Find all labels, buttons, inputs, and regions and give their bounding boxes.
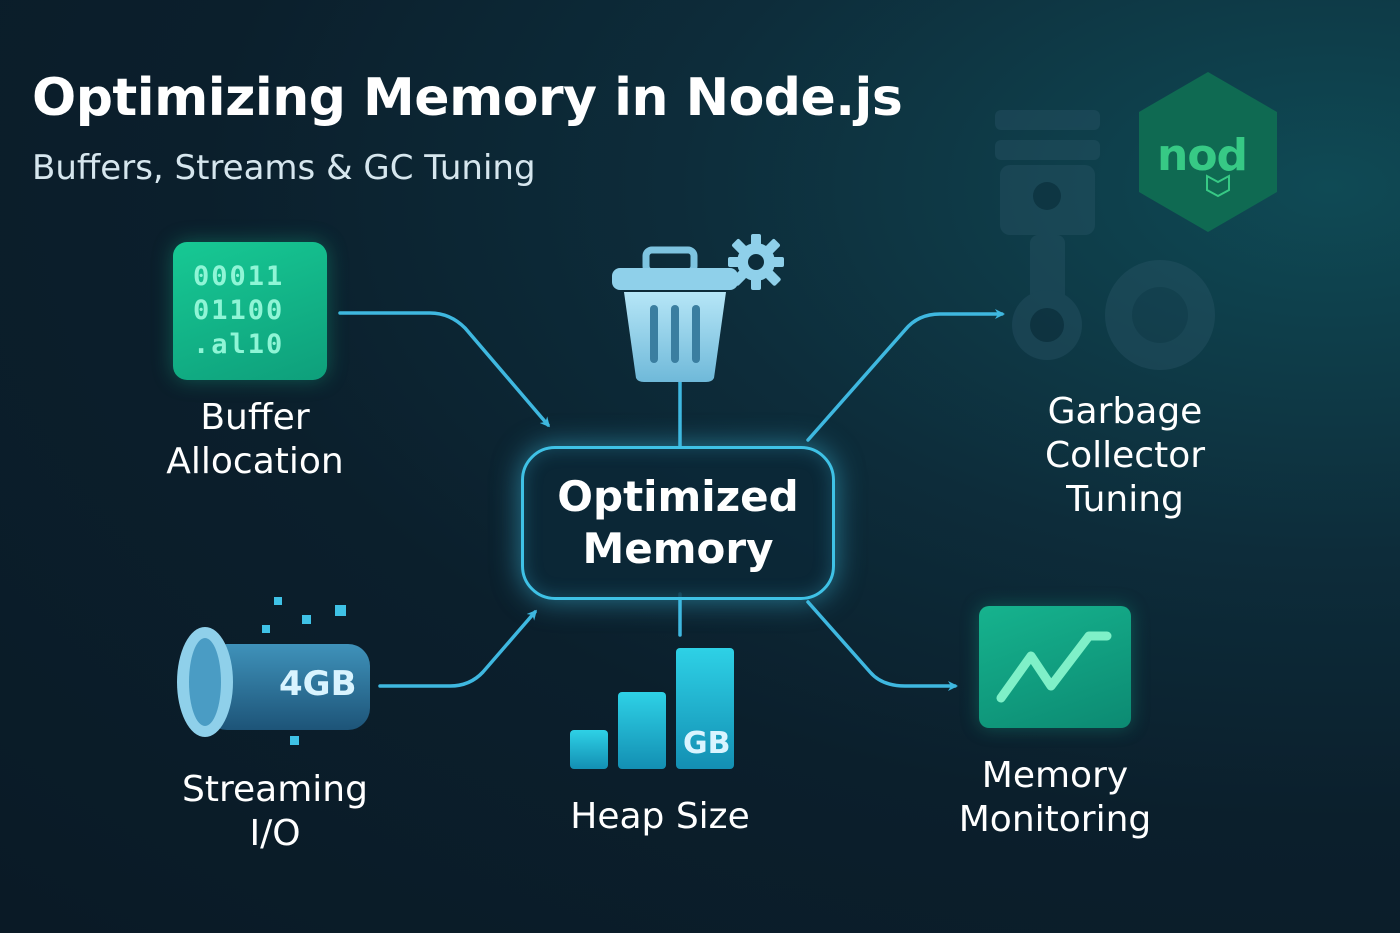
nodejs-logo-icon: [1139, 72, 1277, 232]
heap-size-label: Heap Size: [570, 796, 750, 837]
page-subtitle: Buffers, Streams & GC Tuning: [32, 148, 536, 188]
gear-icon: [728, 234, 784, 290]
arrow-center-to-monitoring: [806, 600, 958, 691]
page-title: Optimizing Memory in Node.js: [32, 68, 903, 128]
monitoring-chart-icon: [979, 606, 1131, 728]
trash-can-icon: [612, 246, 738, 382]
connectors: [338, 309, 1005, 691]
binary-line-1: 00011: [193, 261, 285, 292]
memory-monitoring-label: Memory Monitoring: [958, 755, 1152, 840]
arrow-center-to-gc: [806, 309, 1005, 442]
stream-size-text: 4GB: [279, 664, 357, 704]
streaming-io-label: Streaming I/O: [182, 769, 368, 854]
binary-data-icon: 00011 01100 .al10: [173, 242, 327, 380]
heap-bars-icon: [570, 648, 734, 769]
optimized-memory-node: Optimized Memory: [521, 446, 835, 600]
heap-unit-text: GB: [683, 726, 731, 761]
arrow-streaming-to-center: [378, 609, 537, 688]
gc-tuning-label: Garbage Collector Tuning: [1044, 391, 1206, 520]
binary-line-2: 01100: [193, 295, 285, 326]
gc-piston-icon: [995, 110, 1215, 370]
stream-pipe-icon: [177, 597, 370, 745]
buffer-allocation-label: Buffer Allocation: [166, 397, 344, 482]
binary-line-3: .al10: [193, 329, 285, 360]
nodejs-logo-text: nod: [1157, 130, 1248, 181]
arrow-buffer-to-center: [338, 311, 550, 428]
